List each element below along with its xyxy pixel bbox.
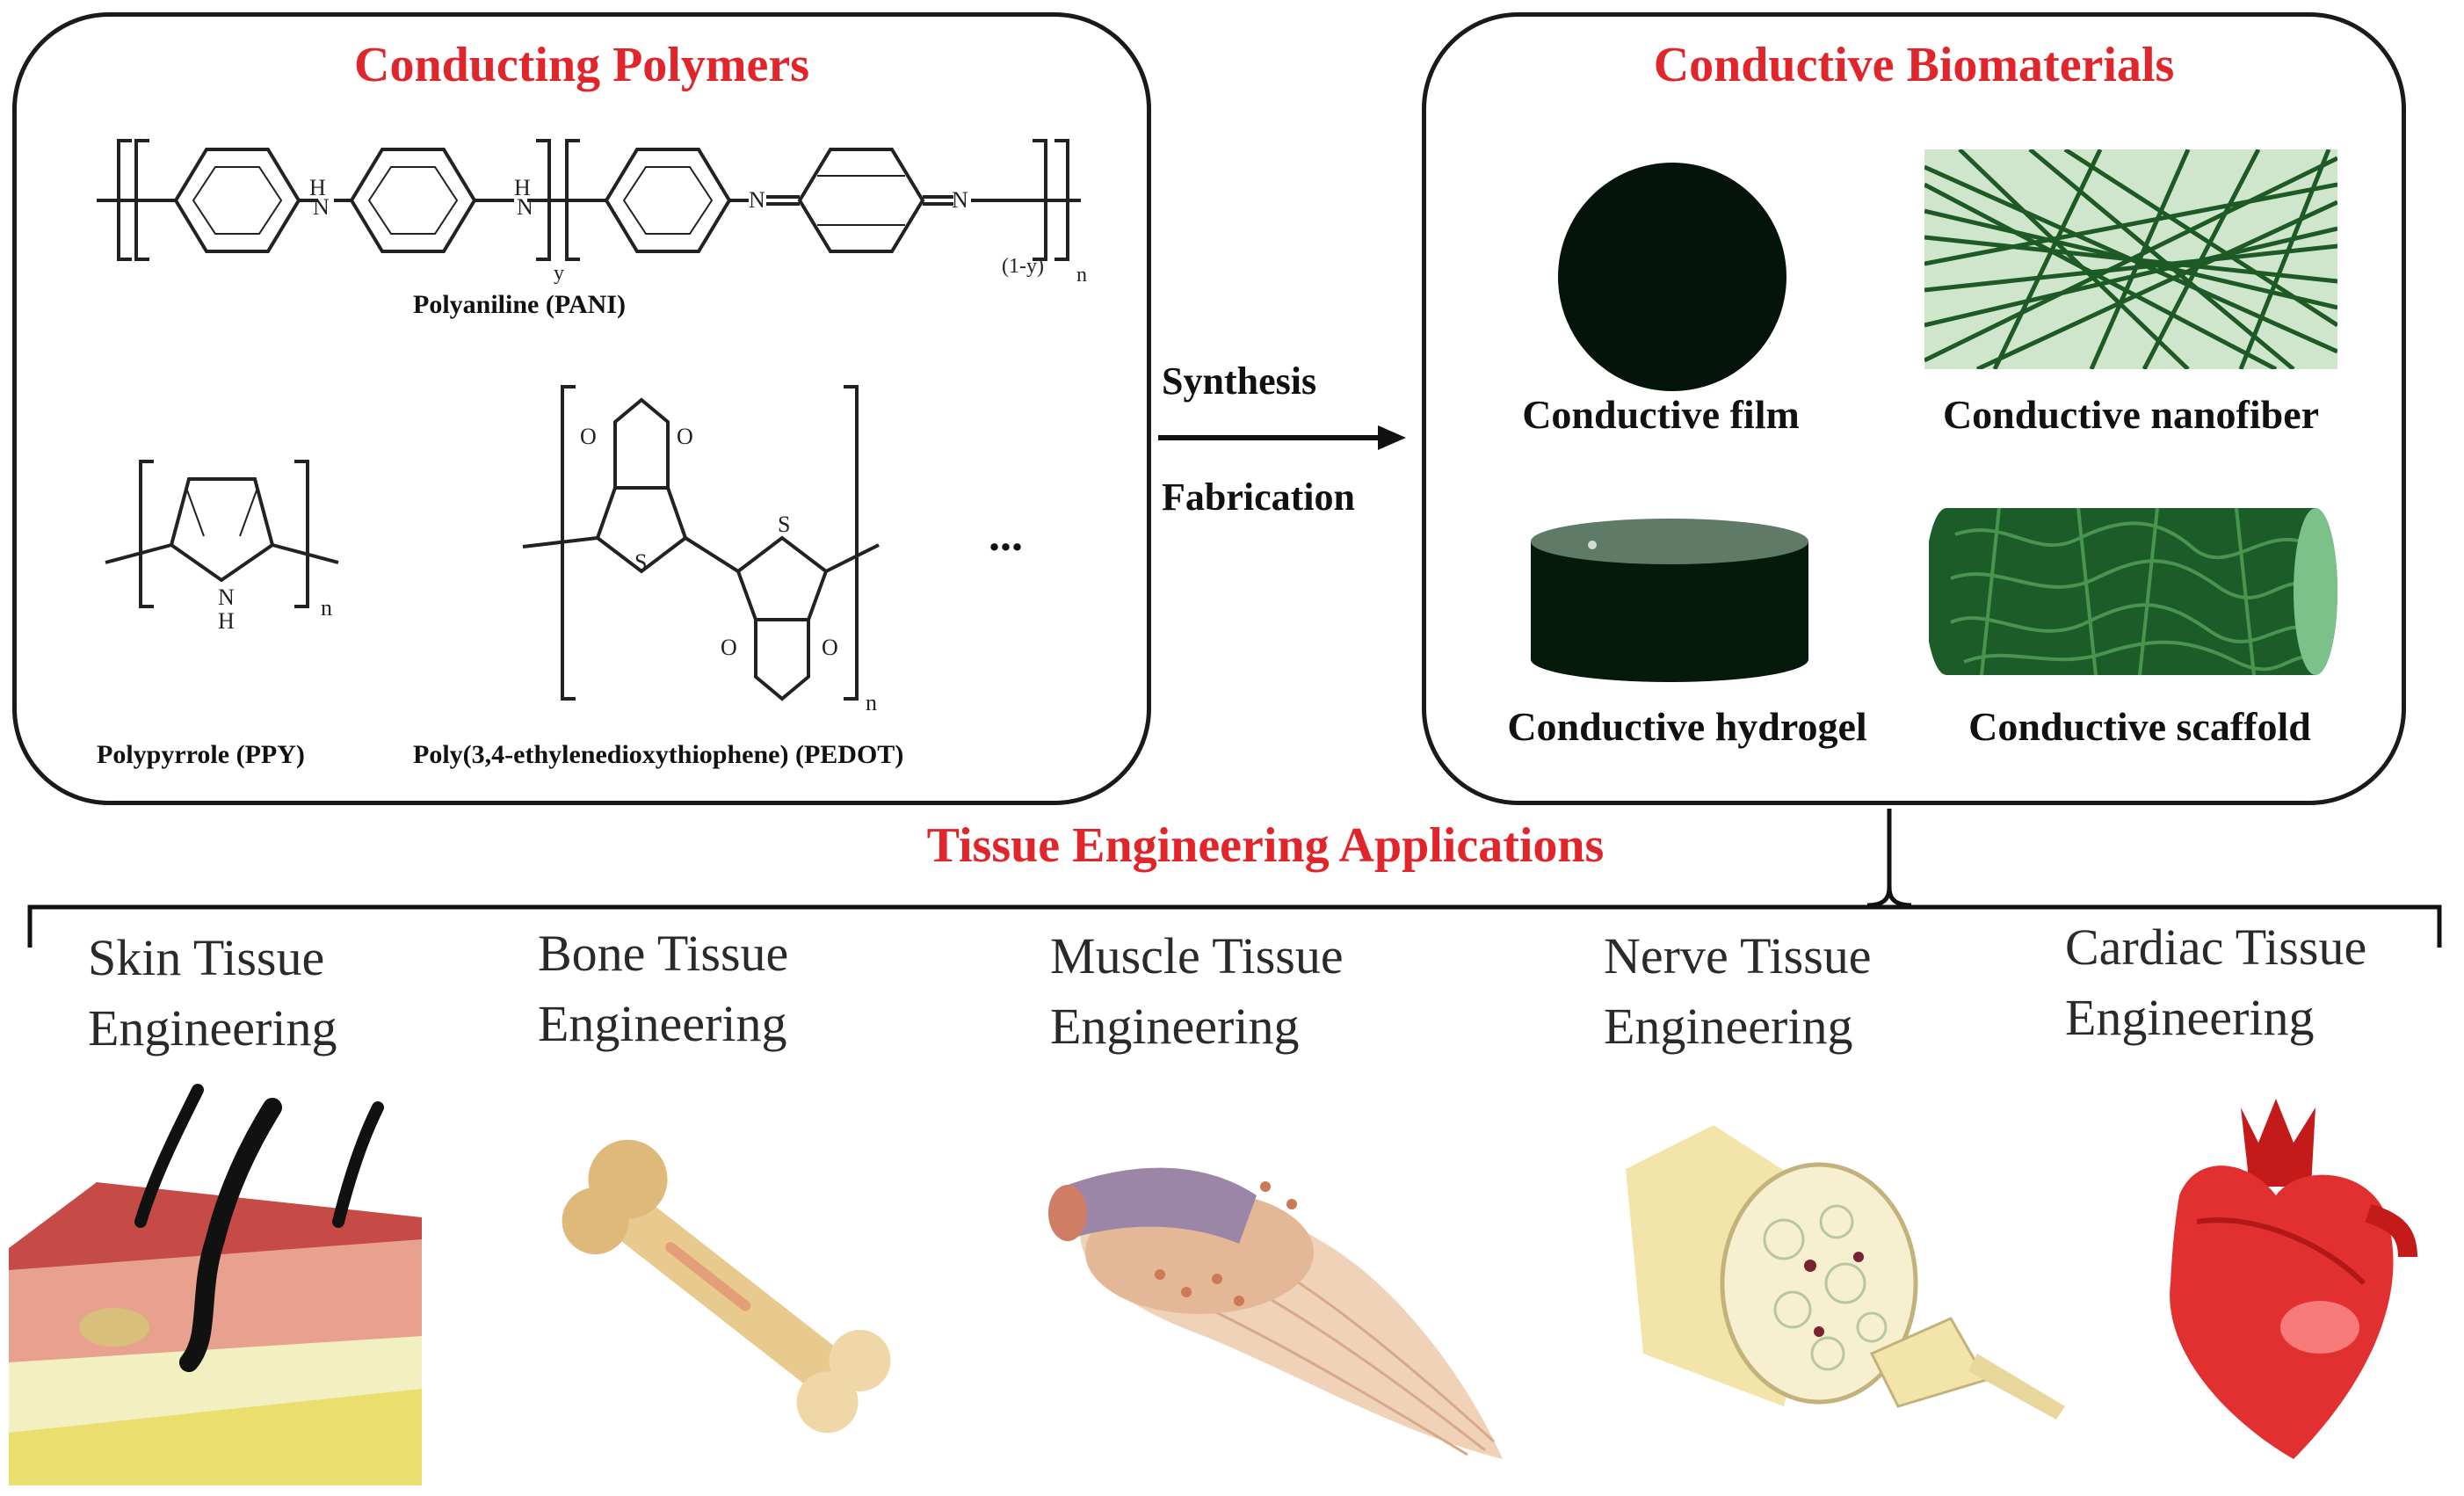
conductive-hydrogel-label: Conductive hydrogel: [1507, 704, 1867, 749]
muscle-line1: Muscle Tissue: [1050, 927, 1344, 984]
svg-text:N: N: [313, 194, 330, 220]
svg-text:(1-y): (1-y): [1002, 255, 1044, 278]
conductive-scaffold-icon: [1929, 507, 2337, 676]
more-polymers-ellipsis: ...: [989, 511, 1023, 561]
svg-text:N: N: [952, 187, 968, 213]
conducting-polymers-title: Conducting Polymers: [354, 38, 809, 92]
cardiac-line2: Engineering: [2065, 989, 2315, 1046]
bone-icon: [562, 1139, 891, 1434]
conductive-scaffold-label: Conductive scaffold: [1968, 704, 2311, 749]
svg-text:O: O: [580, 424, 597, 449]
conductive-hydrogel-icon: [1531, 519, 1808, 682]
svg-text:y: y: [554, 262, 564, 285]
bone-line1: Bone Tissue: [538, 925, 789, 982]
bone-tissue-label: Bone Tissue Engineering: [538, 919, 788, 1059]
svg-text:n: n: [321, 595, 332, 621]
arrow-icon: [1158, 425, 1406, 450]
conducting-polymers-panel: [12, 12, 1151, 805]
svg-text:O: O: [677, 424, 693, 449]
muscle-icon: [1048, 1167, 1503, 1459]
nerve-tissue-label: Nerve Tissue Engineering: [1604, 921, 1872, 1062]
cardiac-tissue-label: Cardiac Tissue Engineering: [2065, 912, 2366, 1053]
conductive-film-icon: [1558, 163, 1786, 391]
svg-text:N: N: [749, 187, 765, 213]
skin-icon: [9, 1084, 422, 1485]
pani-label: Polyaniline (PANI): [413, 290, 626, 319]
svg-text:O: O: [721, 635, 737, 660]
heart-icon: [2170, 1099, 2417, 1459]
tissue-engineering-applications-title: Tissue Engineering Applications: [926, 818, 1605, 873]
svg-text:H: H: [514, 175, 531, 200]
pedot-label: Poly(3,4-ethylenedioxythiophene) (PEDOT): [413, 740, 904, 769]
conductive-biomaterials-title: Conductive Biomaterials: [1653, 38, 2175, 92]
nerve-line2: Engineering: [1604, 998, 1853, 1055]
applications-bracket: [27, 809, 2442, 948]
nerve-line1: Nerve Tissue: [1604, 927, 1872, 984]
synthesis-label: Synthesis: [1162, 359, 1317, 403]
skin-tissue-label: Skin Tissue Engineering: [88, 923, 337, 1064]
svg-text:S: S: [778, 512, 790, 537]
svg-text:O: O: [822, 635, 838, 660]
svg-text:S: S: [634, 549, 647, 575]
skin-line1: Skin Tissue: [88, 929, 325, 986]
muscle-tissue-label: Muscle Tissue Engineering: [1050, 921, 1344, 1062]
cardiac-line1: Cardiac Tissue: [2065, 919, 2367, 976]
svg-text:N: N: [218, 585, 235, 610]
conductive-nanofiber-label: Conductive nanofiber: [1942, 392, 2320, 437]
svg-text:n: n: [866, 690, 877, 715]
skin-line2: Engineering: [88, 999, 337, 1057]
svg-text:n: n: [1076, 264, 1087, 287]
fabrication-label: Fabrication: [1162, 476, 1355, 519]
ppy-label: Polypyrrole (PPY): [97, 740, 305, 769]
conductive-nanofiber-icon: [1924, 149, 2337, 369]
conductive-film-label: Conductive film: [1522, 392, 1800, 437]
nerve-icon: [1626, 1125, 2065, 1420]
bone-line2: Engineering: [538, 995, 787, 1052]
muscle-line2: Engineering: [1050, 998, 1300, 1055]
svg-text:N: N: [517, 194, 533, 220]
svg-text:H: H: [218, 608, 235, 634]
svg-text:H: H: [309, 175, 326, 200]
